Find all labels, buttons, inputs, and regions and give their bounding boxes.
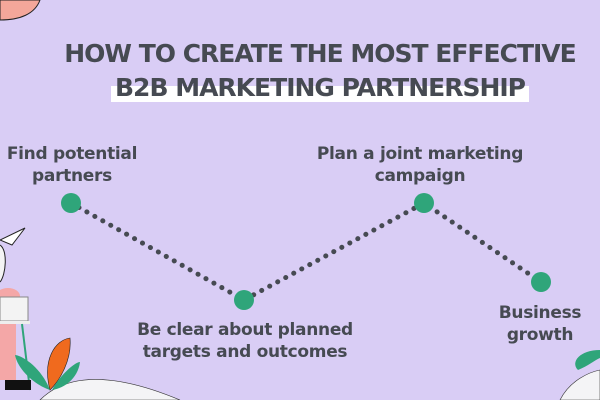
step-node-2 bbox=[234, 290, 254, 310]
title-line-2: B2B MARKETING PARTNERSHIP bbox=[0, 72, 600, 104]
plant-illustration bbox=[15, 337, 80, 391]
title-line-1: HOW TO CREATE THE MOST EFFECTIVE bbox=[64, 39, 576, 68]
ground-hill-right bbox=[559, 369, 600, 400]
ground-hill-left bbox=[39, 379, 181, 400]
step-label-4: Business growth bbox=[498, 303, 582, 345]
step-node-4 bbox=[531, 272, 551, 292]
step-node-3 bbox=[414, 193, 434, 213]
pink-blob bbox=[0, 0, 41, 21]
leaf-right bbox=[575, 350, 600, 370]
step-node-1 bbox=[61, 193, 81, 213]
person-with-laptop-illustration bbox=[0, 227, 31, 391]
step-label-3: Plan a joint marketing campaign bbox=[316, 144, 524, 186]
step-label-2: Be clear about planned targets and outco… bbox=[137, 320, 353, 362]
dotted-path bbox=[68, 200, 544, 303]
step-label-1: Find potential partners bbox=[6, 144, 138, 186]
title-line-2-highlight: B2B MARKETING PARTNERSHIP bbox=[111, 73, 529, 102]
